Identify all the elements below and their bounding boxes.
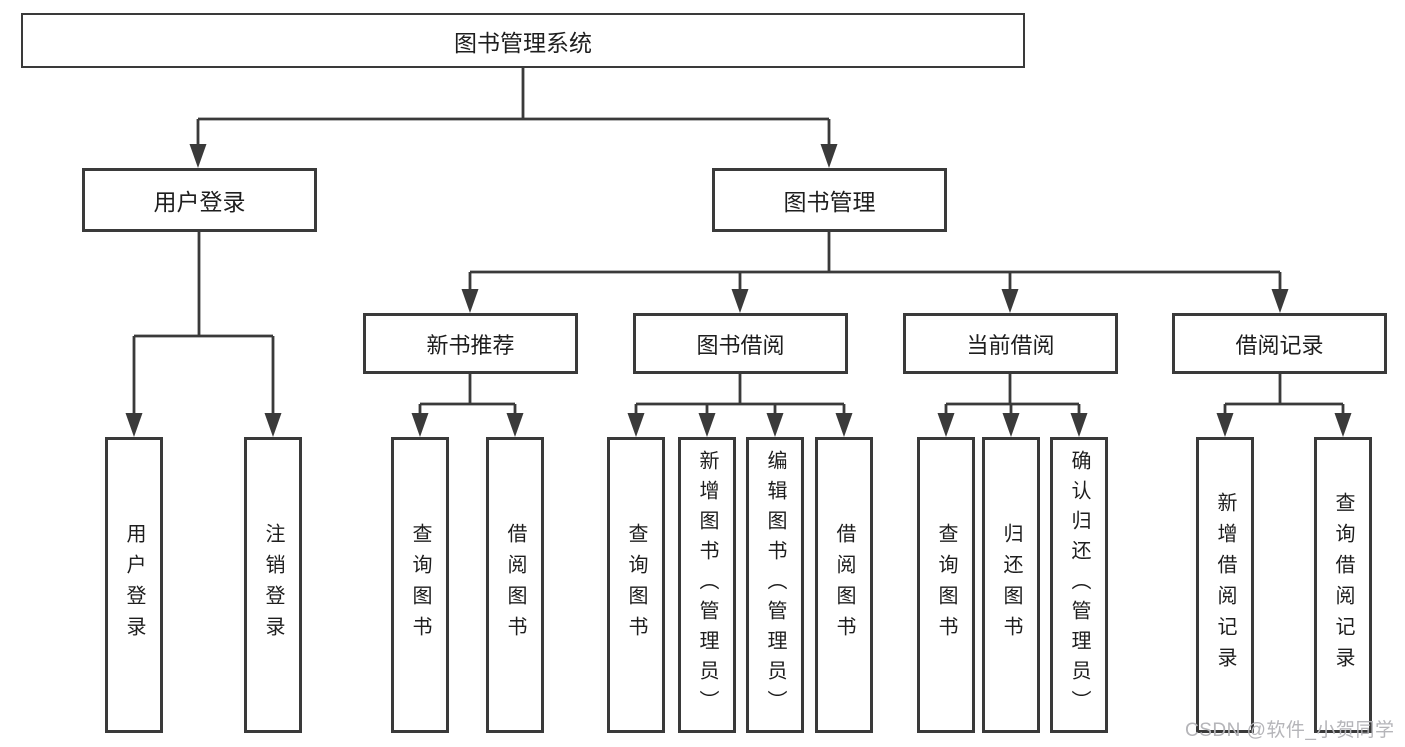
watermark: CSDN @软件_小贺同学 (1185, 720, 1395, 741)
arrowhead-icon (189, 144, 207, 168)
arrowhead-icon (1216, 413, 1234, 437)
connector-current-to-leaves (944, 374, 1081, 421)
arrowhead-icon (1271, 289, 1289, 313)
connector-userlogin-to-leaves (132, 232, 275, 419)
arrowhead-icon (627, 413, 645, 437)
connector-bookmgmt-to-level3 (468, 232, 1282, 295)
node-book-management-label: 图书管理 (783, 189, 876, 215)
arrowhead-icon (411, 413, 429, 437)
arrowhead-icon (937, 413, 955, 437)
arrowheads (125, 144, 1352, 437)
node-borrow-records: 借阅记录 (1172, 313, 1387, 374)
node-book-borrowing: 图书借阅 (633, 313, 848, 374)
arrowhead-icon (698, 413, 716, 437)
arrowhead-icon (731, 289, 749, 313)
connector-newbook-to-leaves (418, 374, 517, 421)
arrowhead-icon (125, 413, 143, 437)
leaf-borrow-books-recommend: 借阅图书 (486, 437, 544, 733)
node-current-borrowing-label: 当前借阅 (966, 332, 1055, 358)
node-current-borrowing: 当前借阅 (903, 313, 1118, 374)
connector-records-to-leaves (1223, 374, 1345, 421)
node-user-login-label: 用户登录 (153, 189, 246, 215)
arrowhead-icon (766, 413, 784, 437)
arrowhead-icon (1070, 413, 1088, 437)
arrowhead-icon (264, 413, 282, 437)
node-user-login: 用户登录 (82, 168, 317, 232)
leaf-add-book-admin: 新增图书（管理员） (678, 437, 736, 733)
arrowhead-icon (820, 144, 838, 168)
leaf-confirm-return-admin: 确认归还（管理员） (1050, 437, 1108, 733)
leaf-query-books-borrowing: 查询图书 (607, 437, 665, 733)
arrowhead-icon (506, 413, 524, 437)
leaf-edit-book-admin: 编辑图书（管理员） (746, 437, 804, 733)
arrowhead-icon (835, 413, 853, 437)
leaf-query-borrow-record: 查询借阅记录 (1314, 437, 1372, 733)
arrowhead-icon (1001, 289, 1019, 313)
node-new-book-recommend-label: 新书推荐 (426, 332, 515, 358)
node-library-system: 图书管理系统 (21, 13, 1025, 68)
leaf-borrow-books-borrowing: 借阅图书 (815, 437, 873, 733)
arrowhead-icon (1002, 413, 1020, 437)
leaf-user-login: 用户登录 (105, 437, 163, 733)
node-borrow-records-label: 借阅记录 (1235, 332, 1324, 358)
node-new-book-recommend: 新书推荐 (363, 313, 578, 374)
leaf-query-books-current: 查询图书 (917, 437, 975, 733)
leaf-add-borrow-record: 新增借阅记录 (1196, 437, 1254, 733)
connector-borrow-to-leaves (634, 374, 846, 421)
arrowhead-icon (461, 289, 479, 313)
connector-root-to-level2 (196, 68, 831, 150)
leaf-logout: 注销登录 (244, 437, 302, 733)
node-library-system-label: 图书管理系统 (454, 29, 592, 56)
arrowhead-icon (1334, 413, 1352, 437)
leaf-return-book: 归还图书 (982, 437, 1040, 733)
node-book-borrowing-label: 图书借阅 (696, 332, 785, 358)
leaf-query-books-recommend: 查询图书 (391, 437, 449, 733)
node-book-management: 图书管理 (712, 168, 947, 232)
